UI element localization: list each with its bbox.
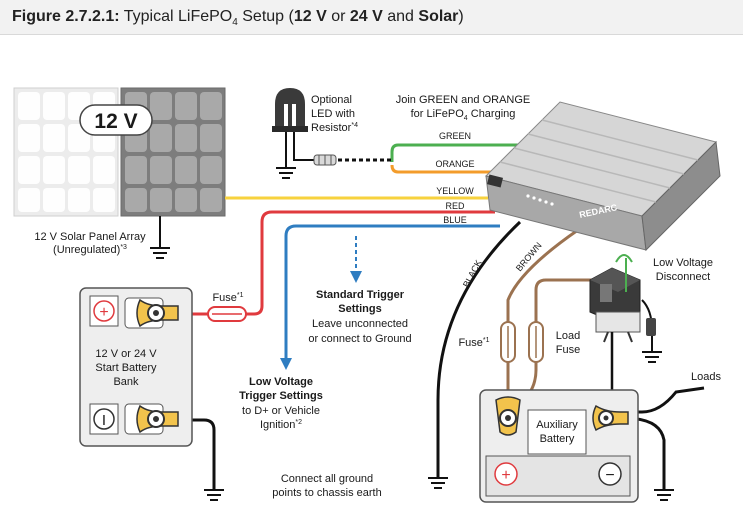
- charger-ground-icon: [428, 477, 448, 489]
- figure-label: Figure 2.7.2.1:: [12, 8, 120, 25]
- load-fuse-label2: Fuse: [556, 344, 580, 356]
- join-note-line2: for LiFePO4 Charging: [411, 108, 516, 122]
- wire-label-blue: BLUE: [443, 215, 467, 225]
- solar-voltage-badge: [79, 104, 153, 136]
- aux-battery-label2: Battery: [540, 433, 575, 445]
- start-battery-label3: Bank: [113, 376, 139, 388]
- green-wire: [390, 143, 520, 162]
- lv-trigger-body1: to D+ or Vehicle: [242, 405, 320, 417]
- aux-battery-minus-symbol: −: [605, 467, 614, 484]
- start-ground-icon: [204, 489, 224, 501]
- lvd-ground-icon: [642, 351, 662, 363]
- start-battery-label2: Start Battery: [95, 362, 157, 374]
- title-part: and: [382, 8, 419, 25]
- low-voltage-disconnect-icon: [589, 254, 656, 352]
- led-ground-icon: [276, 167, 296, 179]
- led-label-line3: Resistor*4: [311, 122, 358, 134]
- dc-charger-unit: [485, 101, 721, 252]
- solar-panel-array: 12 V: [13, 87, 226, 217]
- load-fuse-icon: [528, 321, 544, 363]
- title-part: ): [458, 8, 464, 25]
- loads-label: Loads: [691, 371, 721, 383]
- title-part: or: [326, 8, 350, 25]
- wire-label-black: BLACK: [461, 258, 484, 289]
- led-icon: [272, 88, 337, 168]
- wire-label-red: RED: [445, 201, 465, 211]
- aux-battery-positive-terminal-icon: [495, 396, 521, 436]
- title-bold: Solar: [418, 8, 459, 25]
- aux-battery-plus-symbol: +: [501, 467, 510, 484]
- aux-battery-negative-terminal-icon: [592, 404, 629, 432]
- aux-fuse-icon: [500, 321, 516, 363]
- load-wire-upper: [534, 278, 596, 322]
- lv-trigger-title1: Low Voltage: [249, 376, 313, 388]
- title-part: Setup (: [237, 8, 294, 25]
- start-fuse-label: Fuse*1: [212, 292, 243, 304]
- wire-label-orange: ORANGE: [435, 159, 474, 169]
- start-battery-negative-terminal-icon: [136, 404, 179, 434]
- load-fuse-label1: Load: [556, 330, 580, 342]
- orange-wire: [390, 164, 498, 174]
- solar-ground-icon: [150, 216, 170, 259]
- brown-wire: [506, 228, 579, 322]
- aux-battery-label1: Auxiliary: [536, 419, 578, 431]
- title-bold: 12 V: [293, 8, 327, 25]
- lvd-label2: Disconnect: [656, 271, 710, 283]
- solar-voltage-badge-text: 12 V: [94, 110, 137, 133]
- black-wire: [436, 220, 522, 478]
- lvd-label1: Low Voltage: [653, 257, 713, 269]
- start-battery-positive-terminal-icon: [136, 298, 179, 328]
- lv-trigger-body2: Ignition*2: [260, 419, 302, 431]
- ground-note-line1: Connect all ground: [281, 473, 373, 485]
- aux-ground-icon: [654, 489, 674, 501]
- figure-title-bar: Figure 2.7.2.1: Typical LiFePO4 Setup (1…: [0, 0, 743, 35]
- blue-arrow-icon: [280, 358, 292, 370]
- blue-wire: [284, 224, 500, 360]
- start-fuse-icon: [207, 306, 247, 322]
- wire-label-yellow: YELLOW: [436, 186, 474, 196]
- start-battery-minus-symbol: I: [102, 412, 106, 429]
- start-battery-plus-symbol: +: [99, 304, 108, 321]
- led-label-line2: LED with: [311, 108, 355, 120]
- lv-trigger-title2: Trigger Settings: [239, 390, 323, 402]
- title-bold: 24 V: [349, 8, 383, 25]
- ground-note-line2: points to chassis earth: [272, 487, 381, 499]
- wire-label-green: GREEN: [439, 131, 471, 141]
- start-ground-wire: [174, 418, 216, 490]
- solar-array-label: 12 V Solar Panel Array: [34, 231, 146, 243]
- led-label-line1: Optional: [311, 94, 352, 106]
- start-battery-label1: 12 V or 24 V: [95, 348, 157, 360]
- standard-trigger-body2: or connect to Ground: [308, 333, 411, 345]
- title-part: Typical LiFePO: [119, 8, 233, 25]
- figure-title: Figure 2.7.2.1: Typical LiFePO4 Setup (1…: [12, 8, 464, 28]
- solar-array-label-line2: (Unregulated)*3: [53, 244, 127, 256]
- loads-wire: [612, 386, 705, 414]
- standard-trigger-title2: Settings: [338, 303, 381, 315]
- title-subscript: 4: [232, 17, 238, 29]
- aux-fuse-label: Fuse*1: [458, 337, 489, 349]
- standard-trigger-title1: Standard Trigger: [316, 289, 405, 301]
- red-wire: [246, 210, 495, 316]
- standard-trigger-arrow-icon: [350, 271, 362, 283]
- join-note-line1: Join GREEN and ORANGE: [396, 94, 531, 106]
- standard-trigger-body1: Leave unconnected: [312, 318, 408, 330]
